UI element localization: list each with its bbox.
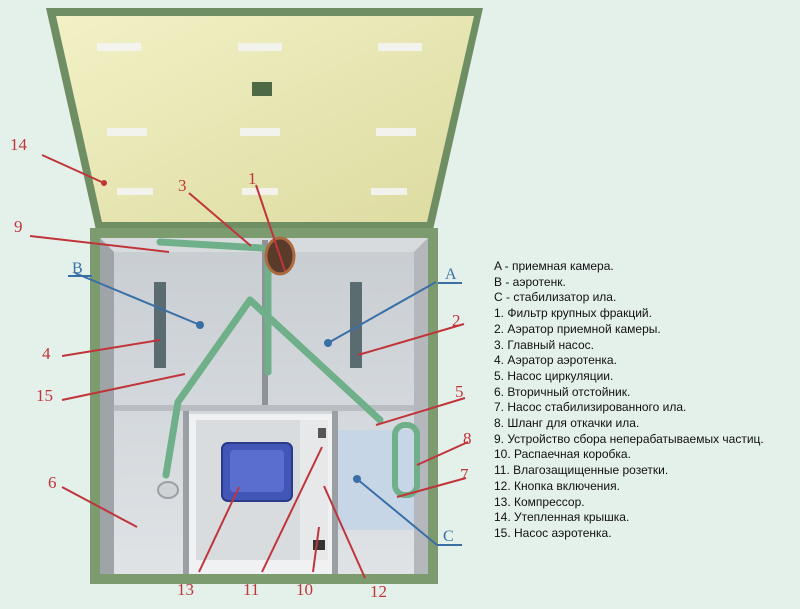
leader-lines-red [29, 154, 469, 579]
callout-6: 6 [48, 473, 57, 492]
legend-list: A - приемная камера. B - аэротенк. C - с… [494, 259, 794, 542]
secondary-settler-pipe [157, 481, 179, 499]
callout-B: B [72, 260, 83, 277]
legend-item: 4. Аэратор аэротенка. [494, 353, 617, 368]
callout-3: 3 [178, 176, 187, 195]
leader-lines-blue [68, 272, 462, 546]
legend-item: 1. Фильтр крупных фракций. [494, 306, 652, 321]
callout-dots [101, 180, 361, 483]
legend-item: 5. Насос циркуляции. [494, 368, 614, 383]
legend-item: C - стабилизатор ила. [494, 290, 617, 305]
insulated-lid [46, 8, 483, 230]
callout-13: 13 [177, 580, 194, 599]
legend-item: 13. Компрессор. [494, 494, 585, 509]
legend-item: 7. Насос стабилизированного ила. [494, 400, 687, 415]
callout-C: C [443, 528, 454, 545]
legend-item: 14. Утепленная крышка. [494, 510, 630, 525]
callout-1: 1 [248, 169, 257, 188]
callout-5: 5 [455, 382, 464, 401]
equipment-box [189, 414, 332, 574]
callout-10: 10 [296, 580, 313, 599]
callout-4: 4 [42, 344, 51, 363]
callout-9: 9 [14, 217, 23, 236]
legend-item: 15. Насос аэротенка. [494, 525, 612, 540]
callout-11: 11 [243, 580, 259, 599]
legend-item: 3. Главный насос. [494, 337, 594, 352]
callout-7: 7 [460, 465, 469, 484]
legend-item: 10. Распаечная коробка. [494, 447, 631, 462]
callout-15: 15 [36, 386, 53, 405]
junction-box [313, 540, 325, 550]
legend-item: A - приемная камера. [494, 259, 614, 273]
legend-item: 12. Кнопка включения. [494, 478, 620, 493]
legend-item: 2. Аэратор приемной камеры. [494, 321, 661, 336]
legend-item: B - аэротенк. [494, 274, 566, 289]
legend-item: 6. Вторичный отстойник. [494, 384, 631, 399]
pipes [156, 238, 384, 479]
legend-item: 8. Шланг для откачки ила. [494, 416, 640, 431]
sludge-stabilizer [338, 422, 420, 530]
legend-item: 11. Влагозащищенные розетки. [494, 463, 669, 478]
callout-14: 14 [10, 135, 28, 154]
callout-2: 2 [452, 311, 461, 330]
callout-A: A [445, 266, 457, 283]
legend-item: 9. Устройство сбора неперабатываемых час… [494, 431, 764, 446]
callout-12: 12 [370, 582, 387, 601]
callout-8: 8 [463, 429, 472, 448]
